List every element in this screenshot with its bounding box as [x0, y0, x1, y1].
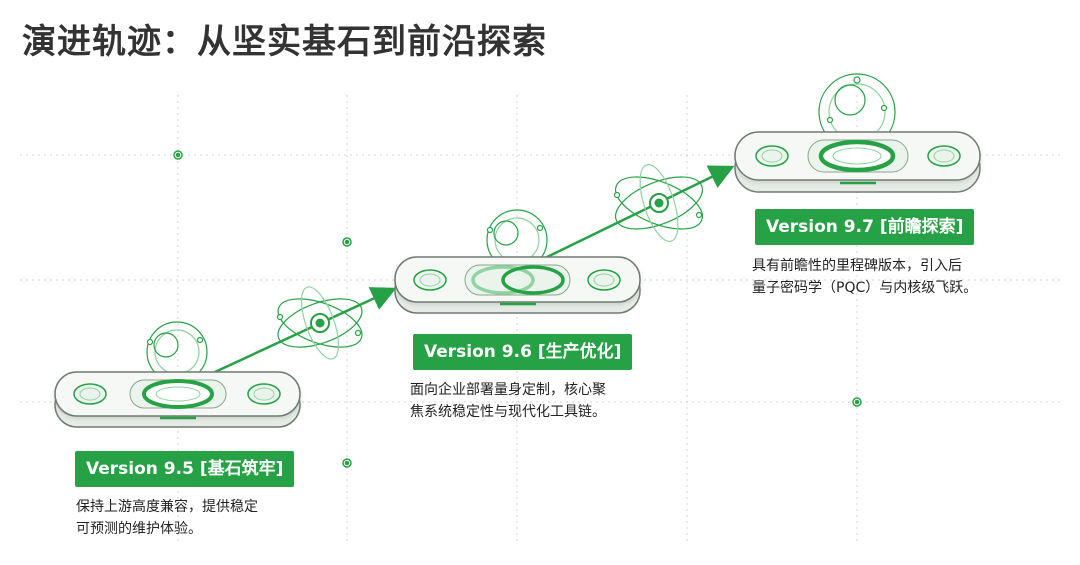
version-desc-96: 面向企业部署量身定制，核心聚 焦系统稳定性与现代化工具链。 [410, 379, 606, 423]
desc-line: 可预测的维护体验。 [76, 521, 202, 537]
desc-line: 面向企业部署量身定制，核心聚 [410, 382, 606, 398]
arrow-96-to-97 [544, 165, 735, 260]
version-desc-97: 具有前瞻性的里程碑版本，引入后 量子密码学（PQC）与内核级飞跃。 [752, 255, 977, 299]
orbit-rings-icon [818, 73, 896, 151]
grid-nodes [173, 150, 862, 468]
desc-line: 具有前瞻性的里程碑版本，引入后 [752, 258, 962, 274]
desc-line: 量子密码学（PQC）与内核级飞跃。 [752, 280, 978, 296]
device-v97 [734, 73, 981, 193]
page-title: 演进轨迹：从坚实基石到前沿探索 [22, 22, 547, 62]
atom-icon [276, 286, 363, 360]
progress-arrows [214, 165, 735, 374]
atom-icon [613, 164, 703, 242]
version-badge-95: Version 9.5 [基石筑牢] [75, 451, 295, 487]
version-badge-97: Version 9.7 [前瞻探索] [755, 209, 975, 245]
version-desc-95: 保持上游高度兼容，提供稳定 可预测的维护体验。 [76, 496, 258, 540]
desc-line: 焦系统稳定性与现代化工具链。 [410, 404, 606, 420]
version-badge-96: Version 9.6 [生产优化] [413, 334, 633, 370]
desc-line: 保持上游高度兼容，提供稳定 [76, 499, 258, 515]
device-v95 [54, 321, 301, 428]
device-v96 [394, 209, 641, 314]
arrow-95-to-96 [214, 287, 397, 374]
